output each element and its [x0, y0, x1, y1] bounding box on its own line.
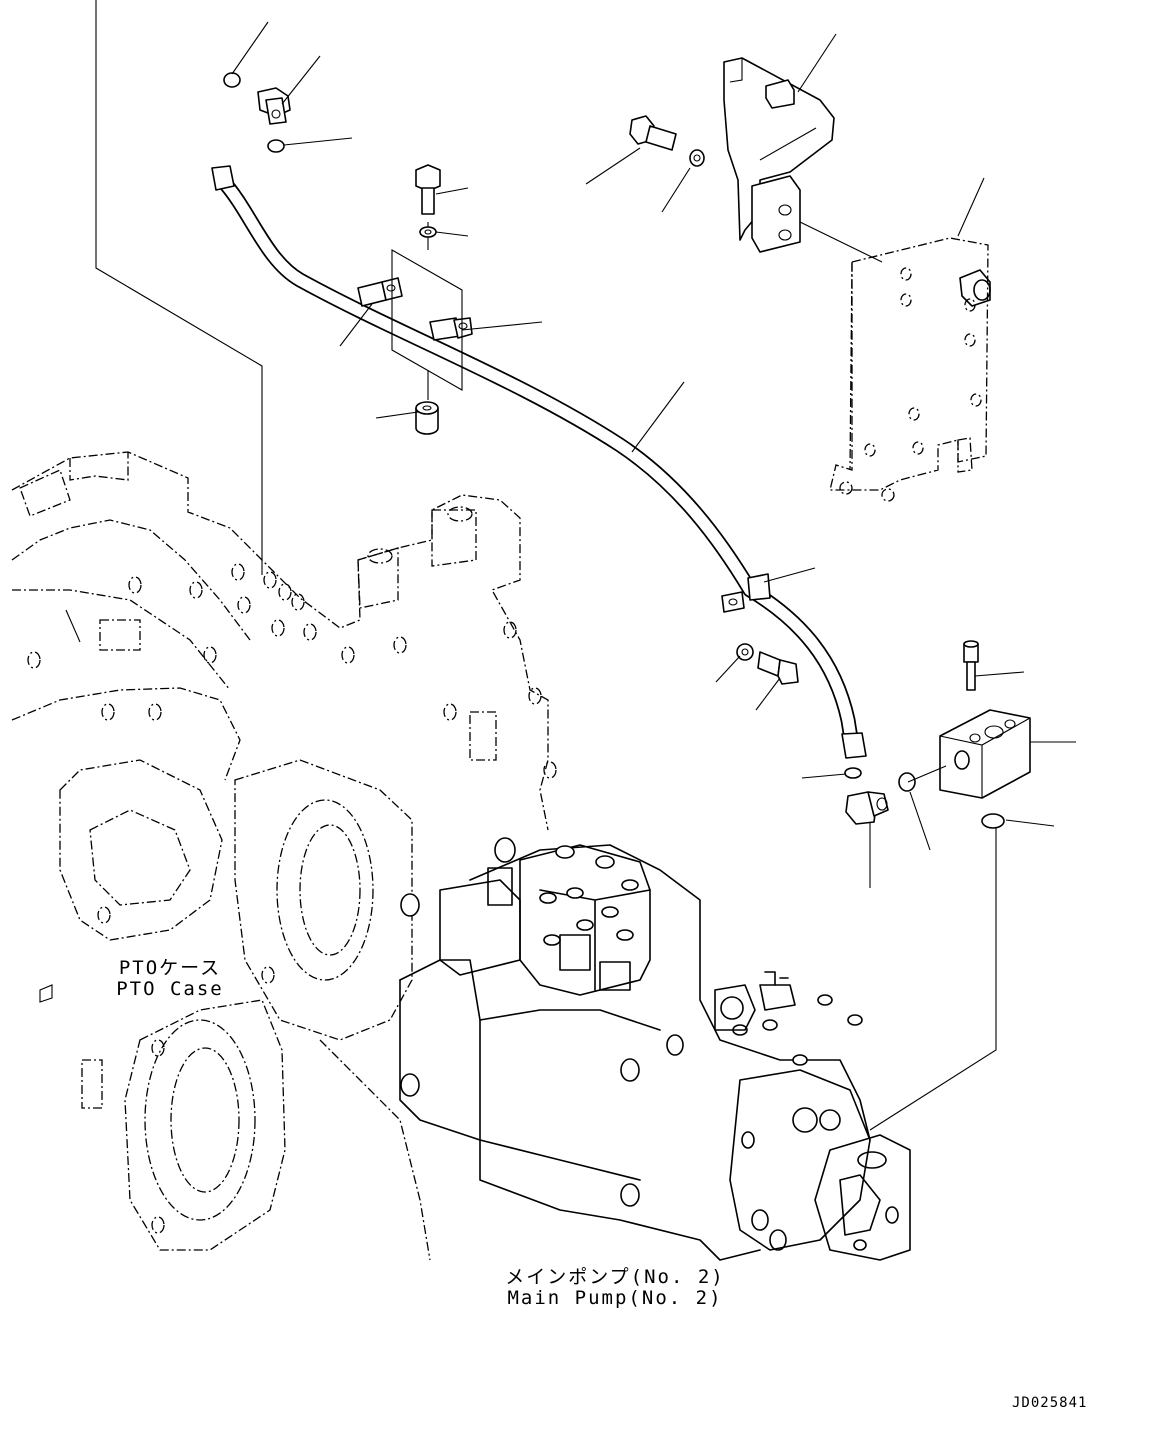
main-pump: [399, 837, 911, 1261]
leader-lines: [65, 0, 1076, 1131]
pto-case-label-en: PTO Case: [116, 978, 224, 1000]
drawing-id: JD025841: [1012, 1395, 1088, 1411]
hydraulic-hose: [211, 165, 867, 759]
pto-case-label-jp: PTOケース: [118, 957, 222, 979]
hose-clamp: [357, 277, 771, 613]
port-block: [898, 640, 1031, 829]
pto-case: [11, 451, 557, 1261]
clamp-plane: [391, 249, 463, 391]
clamp-bolt: [415, 164, 441, 238]
top-fittings: [223, 72, 291, 153]
mounting-bracket: [723, 57, 835, 253]
main-pump-label-jp: メインポンプ(No. 2): [505, 1266, 725, 1288]
lower-elbow-fitting: [844, 767, 889, 825]
main-pump-label-en: Main Pump(No. 2): [507, 1287, 723, 1309]
bracket-bolt: [629, 115, 705, 167]
lower-clamp-bolt: [736, 643, 799, 685]
spacer: [415, 401, 439, 435]
valve-block: [829, 237, 991, 502]
